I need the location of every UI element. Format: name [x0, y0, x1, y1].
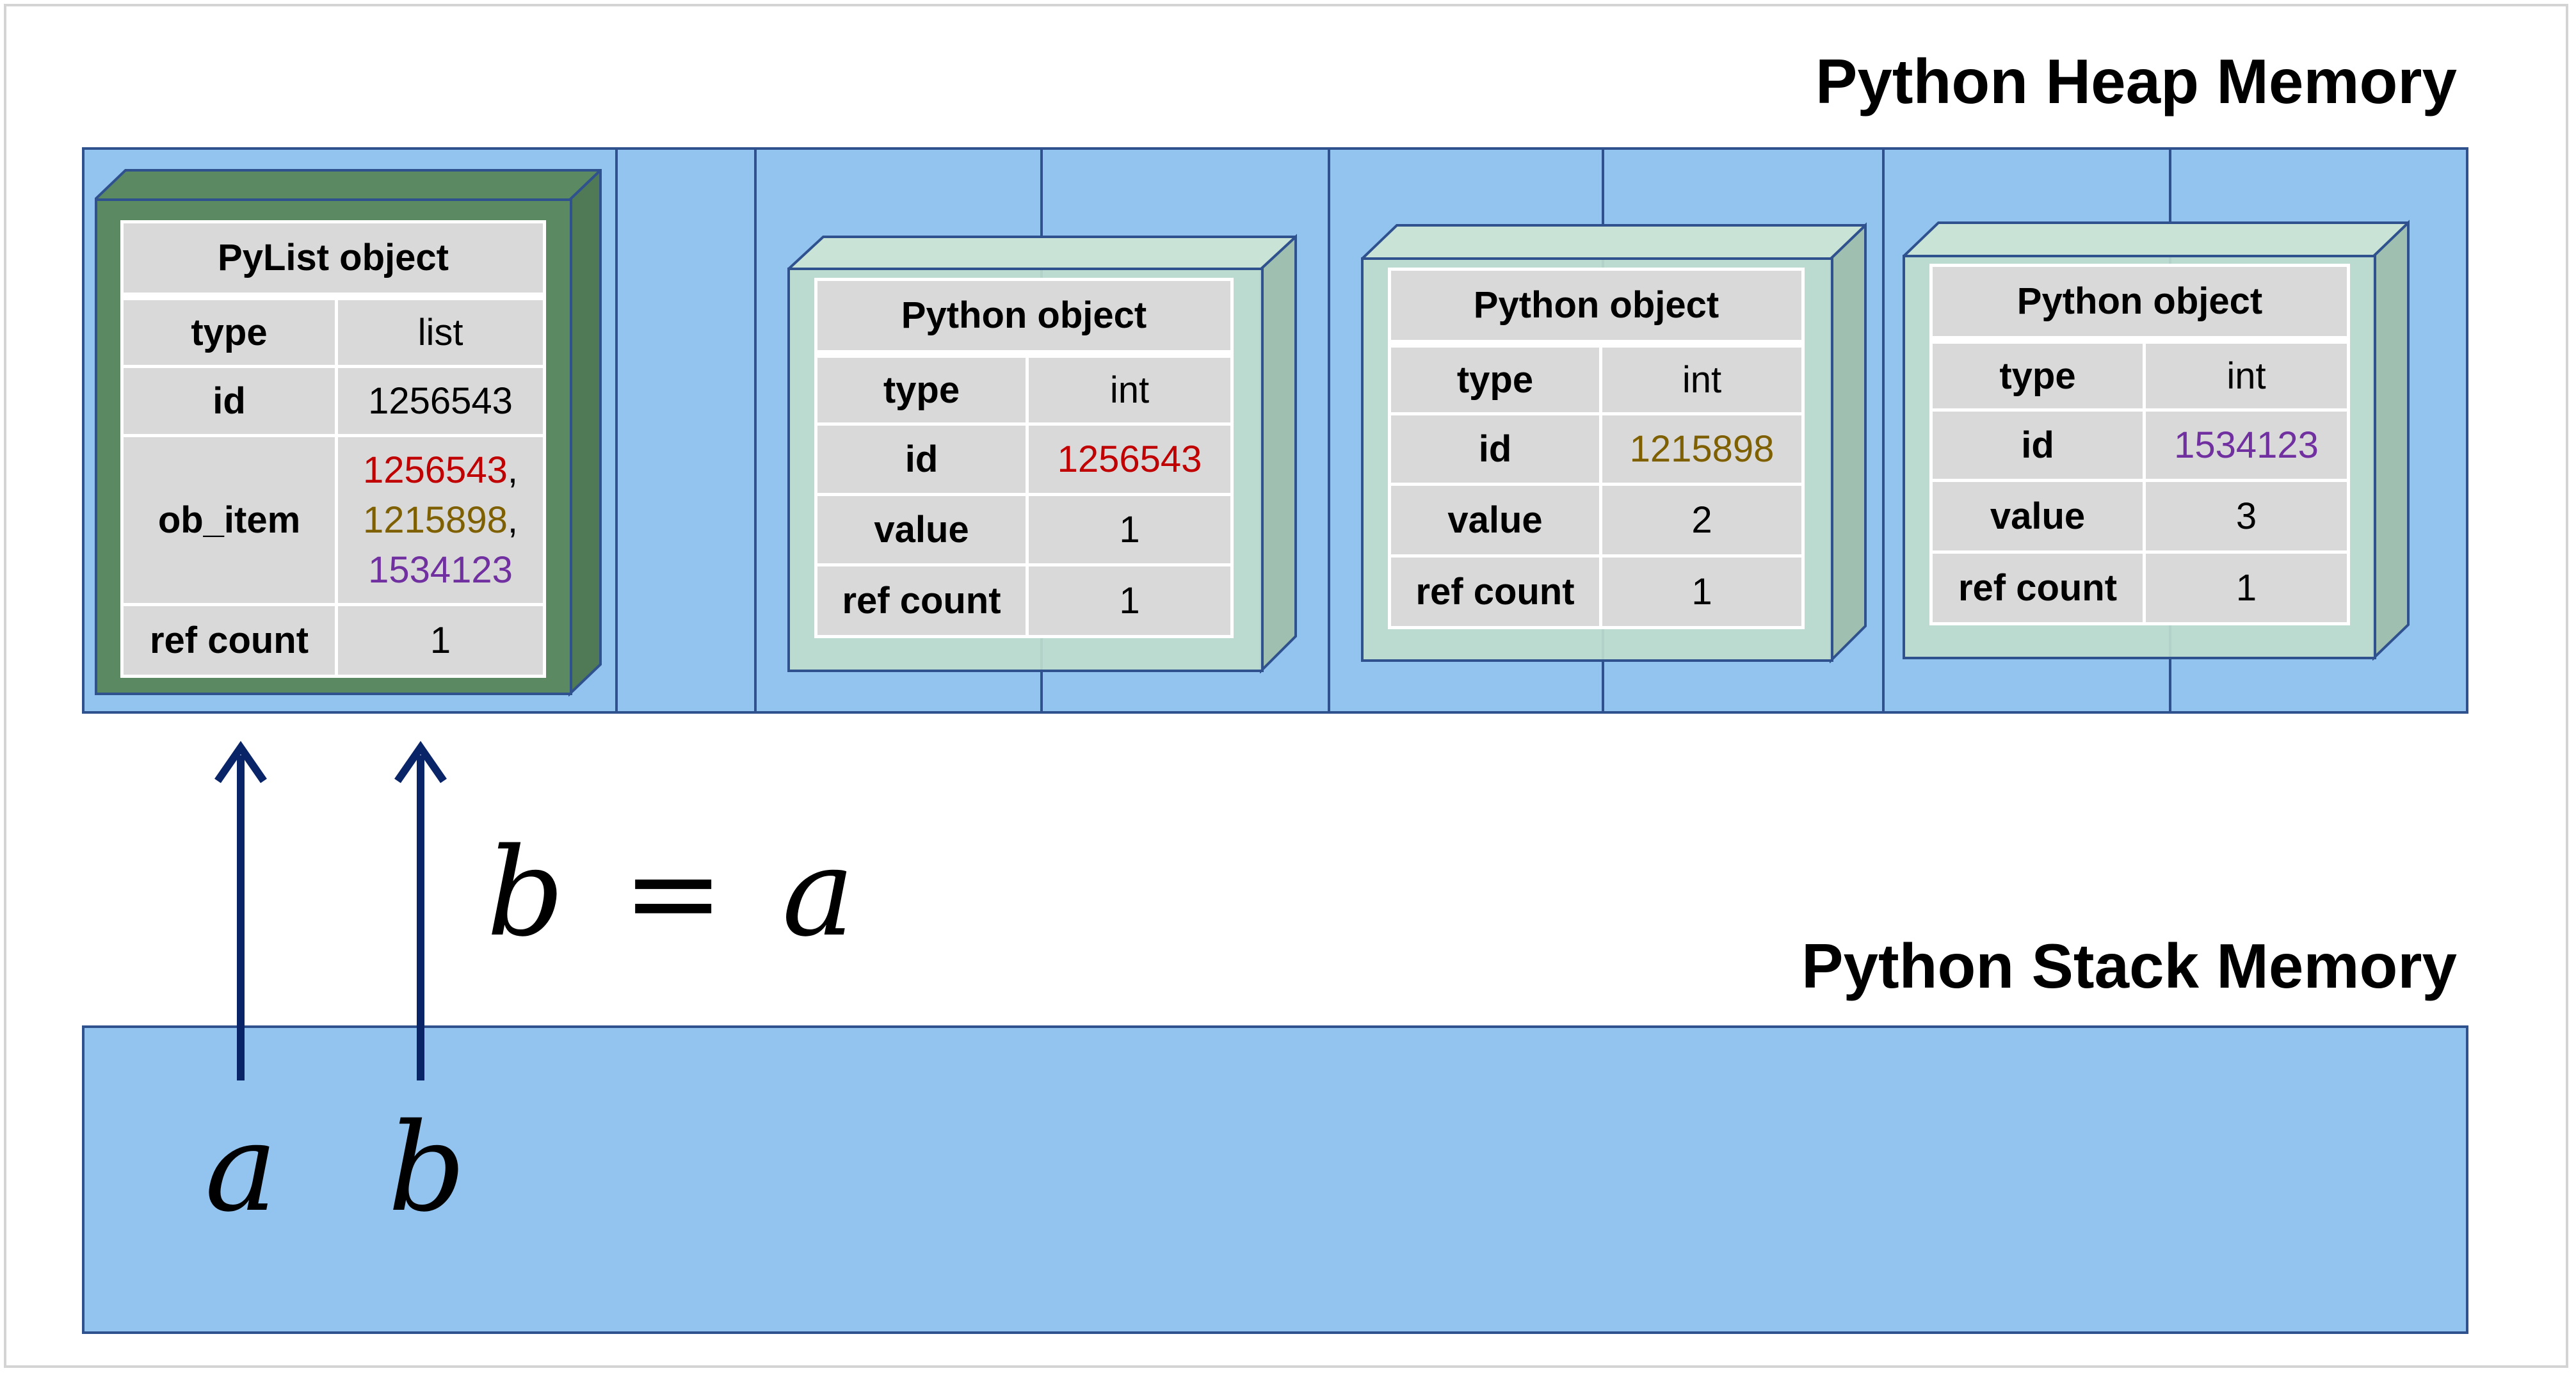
int-id-key: id [1929, 408, 2146, 482]
heap-memory-title: Python Heap Memory [1815, 46, 2457, 116]
int-object-header: Python object [814, 278, 1234, 358]
int-refcount-key: ref count [814, 563, 1029, 638]
stack-memory-panel [82, 1025, 2468, 1334]
variable-b-label: b [388, 1097, 466, 1239]
int-type-key: type [814, 352, 1029, 426]
int-box-3d-faces [1903, 220, 2410, 661]
int-id-value: 1534123 [2143, 408, 2350, 482]
int-value: 1 [1026, 493, 1234, 566]
pylist-table: PyList object type list id 1256543 ob_it… [120, 220, 547, 678]
int-value: 2 [1599, 483, 1805, 558]
int-refcount-key: ref count [1929, 550, 2146, 625]
int-value-key: value [814, 493, 1029, 566]
int-value: 3 [2143, 479, 2350, 554]
int-id-key: id [814, 422, 1029, 496]
heap-divider [1328, 149, 1330, 712]
assignment-operator: = [622, 822, 725, 963]
int-type-value: int [1599, 342, 1805, 415]
pylist-type-value: list [334, 294, 547, 368]
int-object-header: Python object [1388, 268, 1805, 348]
variable-a-label: a [205, 1097, 278, 1239]
int-id-value: 1215898 [1599, 412, 1805, 486]
int-id-value: 1256543 [1026, 422, 1234, 496]
pylist-type-key: type [120, 294, 338, 368]
outer-border [4, 4, 2568, 1368]
int-object-box: Python object type int id 1256543 value … [787, 233, 1297, 673]
pylist-header: PyList object [120, 220, 547, 300]
int-type-value: int [1026, 352, 1234, 426]
int-value-key: value [1929, 479, 2146, 554]
int-type-key: type [1388, 342, 1602, 415]
pylist-ob-item-value: 1256543, 1215898, 1534123 [334, 434, 547, 606]
ob-item-separator: , [507, 499, 518, 541]
assignment-expression: b = a [487, 832, 855, 954]
heap-divider [1882, 149, 1885, 712]
pylist-refcount-key: ref count [120, 603, 338, 678]
int-object-table: Python object type int id 1534123 value … [1929, 264, 2350, 625]
pylist-id-value: 1256543 [334, 365, 547, 437]
int-object-box: Python object type int id 1534123 value … [1903, 219, 2410, 661]
int-id-key: id [1388, 412, 1602, 486]
heap-divider [754, 149, 757, 712]
int-refcount-value: 1 [1026, 563, 1234, 638]
heap-divider [615, 149, 618, 712]
pylist-refcount-value: 1 [334, 603, 547, 678]
int-object-box: Python object type int id 1215898 value … [1361, 221, 1867, 663]
assignment-lhs: b [487, 822, 565, 963]
ob-item-separator: , [507, 449, 518, 491]
arrow-a-to-list [214, 741, 267, 1080]
int-object-table: Python object type int id 1215898 value … [1388, 268, 1805, 629]
int-value-key: value [1388, 483, 1602, 558]
int-object-table: Python object type int id 1256543 value … [814, 278, 1234, 638]
pylist-object-box: PyList object type list id 1256543 ob_it… [95, 169, 602, 696]
int-refcount-value: 1 [2143, 550, 2350, 625]
stack-memory-title: Python Stack Memory [1801, 931, 2457, 1001]
int-refcount-key: ref count [1388, 554, 1602, 629]
ob-item-ref-3: 1534123 [368, 549, 513, 591]
pylist-ob-item-key: ob_item [120, 434, 338, 606]
int-type-value: int [2143, 338, 2350, 412]
int-type-key: type [1929, 338, 2146, 412]
pylist-id-key: id [120, 365, 338, 437]
ob-item-ref-1: 1256543 [363, 449, 508, 491]
arrow-b-to-list [394, 741, 447, 1080]
ob-item-ref-2: 1215898 [363, 499, 508, 541]
assignment-rhs: a [782, 822, 855, 963]
int-object-header: Python object [1929, 264, 2350, 344]
int-refcount-value: 1 [1599, 554, 1805, 629]
